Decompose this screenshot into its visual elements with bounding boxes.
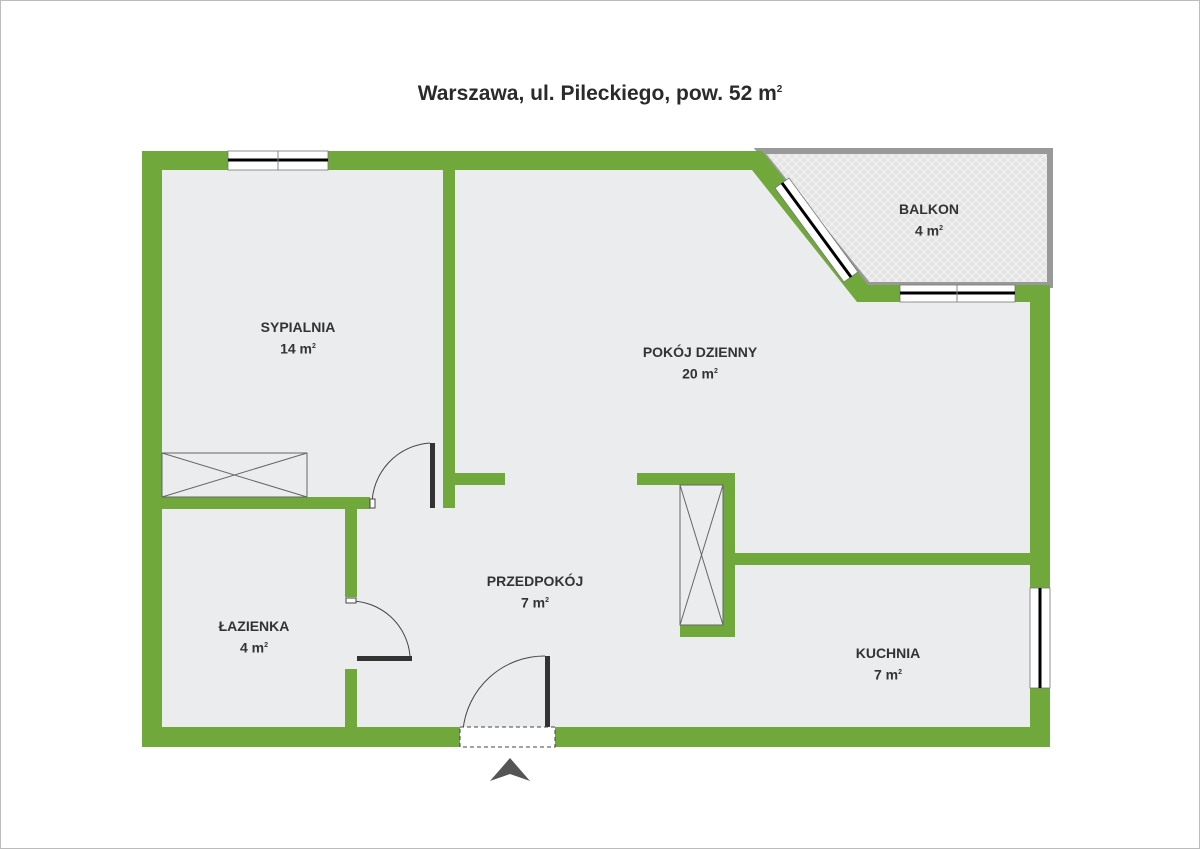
doors — [345, 442, 556, 748]
title-text: Warszawa, ul. Pileckiego, pow. 52 m — [417, 82, 777, 105]
wardrobe-hall — [679, 484, 724, 626]
interior-walls — [162, 170, 1030, 727]
plan-title: Warszawa, ul. Pileckiego, pow. 52 m2 — [0, 82, 1200, 106]
title-sup: 2 — [776, 84, 783, 95]
entrance-arrow-icon — [490, 758, 530, 781]
floor — [162, 170, 1030, 727]
windows — [227, 150, 1051, 689]
wardrobe-bedroom — [161, 452, 308, 498]
